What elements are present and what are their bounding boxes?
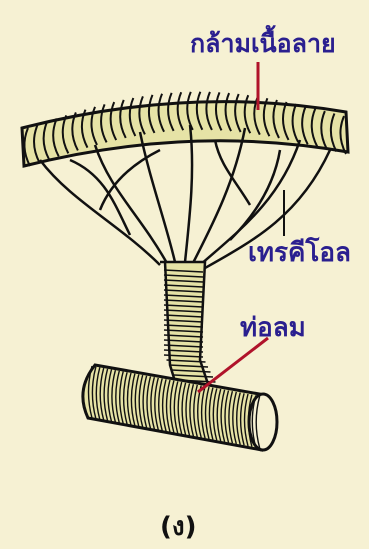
label-trachea: ท่อลม — [240, 307, 306, 348]
striated-muscle-band — [22, 92, 348, 166]
panel-label: (ง) — [160, 506, 196, 547]
label-tracheole: เทรคีโอล — [248, 232, 351, 273]
label-striated-muscle: กล้ามเนื้อลาย — [190, 24, 336, 64]
